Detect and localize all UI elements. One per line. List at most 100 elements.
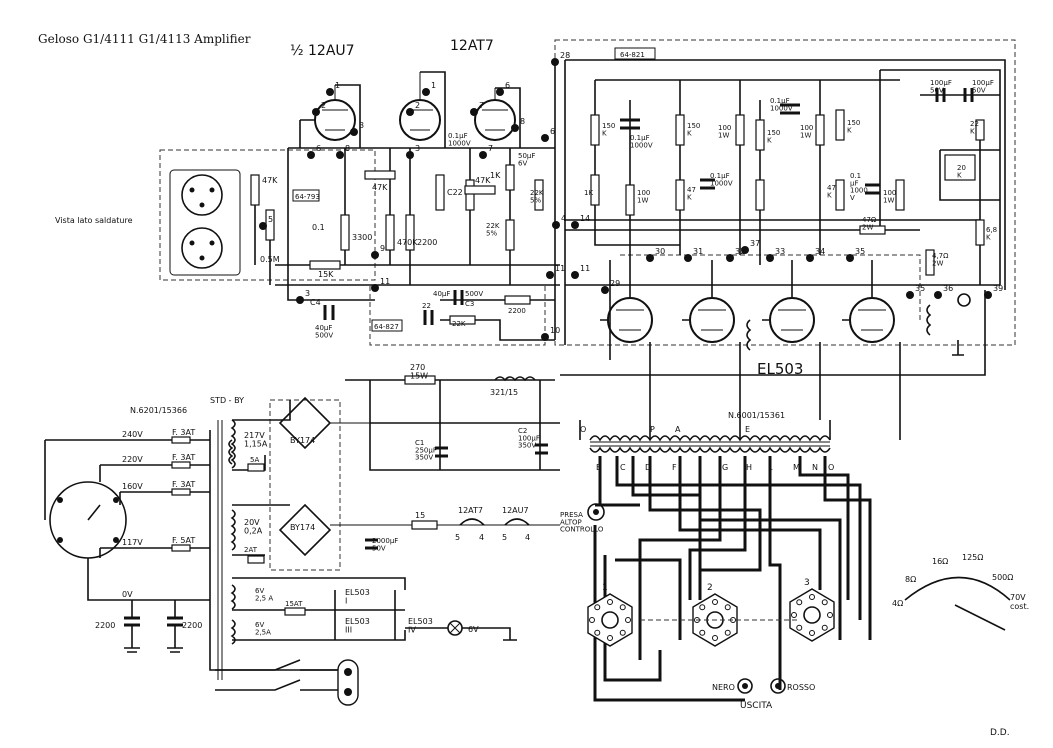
fuse xyxy=(171,436,191,444)
selector-contact xyxy=(796,599,803,606)
label-12at7: 12AT7 xyxy=(450,38,494,54)
node-dot xyxy=(646,254,654,262)
r-3300: 3300 xyxy=(352,233,372,242)
node-number: 8 xyxy=(520,117,525,126)
tap-letter: P xyxy=(650,425,655,434)
mains-selector xyxy=(49,481,127,559)
node-number: 1 xyxy=(335,81,340,90)
tap-letter: O xyxy=(828,463,834,472)
mains-wiring xyxy=(44,430,345,671)
box-64-821: 64-821 xyxy=(614,47,656,60)
node-number: 6 xyxy=(550,127,555,136)
node-dot xyxy=(422,88,430,96)
selector-contact xyxy=(625,617,631,623)
node-dot xyxy=(470,108,478,116)
node-dot xyxy=(371,284,379,292)
node-number: 6 xyxy=(505,81,510,90)
monitor-jack[interactable] xyxy=(587,503,605,521)
pot-0-5m: 0.5M xyxy=(260,255,280,264)
label-half-12au7: ½ 12AU7 xyxy=(290,43,355,59)
mains-tap-label: 220V xyxy=(122,455,143,464)
node-dot xyxy=(371,251,379,259)
power-switches xyxy=(215,659,359,706)
node-number: 6 xyxy=(316,144,321,153)
selector-contact xyxy=(712,599,718,605)
output-primary xyxy=(589,435,831,442)
tap-letter: G xyxy=(722,463,728,472)
board-64-827-outline xyxy=(369,284,546,346)
c-500v: 500V xyxy=(465,290,483,298)
tap-letter: O xyxy=(580,425,586,434)
output-terminal-black[interactable] xyxy=(737,678,753,694)
bias-chokes xyxy=(746,293,971,356)
output-transformer-core xyxy=(590,441,830,447)
input-board-outline xyxy=(159,149,376,281)
node-dot xyxy=(350,128,358,136)
c-40uf: 40µF xyxy=(433,290,450,298)
node-number: 32 xyxy=(735,247,745,256)
label-uscita: USCITA xyxy=(740,701,773,711)
secondary-windings xyxy=(228,419,236,645)
node-dot xyxy=(406,108,414,116)
output-tubes xyxy=(607,297,895,343)
node-dot xyxy=(551,58,559,66)
heater-12au7: 12AU7 xyxy=(502,506,529,515)
selector-number: 1 xyxy=(602,583,608,593)
label-power-transformer: N.6201/15366 xyxy=(130,406,187,415)
node-number: 1 xyxy=(431,81,436,90)
selector-contact xyxy=(594,604,601,611)
node-number: 8 xyxy=(345,144,350,153)
node-number: 36 xyxy=(943,284,953,293)
selector-contact xyxy=(712,635,718,641)
selector-contact xyxy=(724,604,731,611)
tap-letter: N xyxy=(812,463,818,472)
node-dot xyxy=(571,271,579,279)
c-2200-b: 2200 xyxy=(182,621,202,630)
selector-contact xyxy=(791,612,797,618)
preamp-tube-12au7 xyxy=(314,85,356,141)
schematic-title: Geloso G1/4111 G1/4113 Amplifier xyxy=(38,32,251,46)
selector-contact xyxy=(589,617,595,623)
r-15k: 15K xyxy=(318,270,334,279)
node-dot xyxy=(259,222,267,230)
hv-rail-top xyxy=(565,59,1006,290)
fuse-label: F. 3AT xyxy=(172,480,195,489)
node-dot xyxy=(684,254,692,262)
fuse-label: F. 5AT xyxy=(172,536,195,545)
output-terminal-red[interactable] xyxy=(770,678,786,694)
node-dot xyxy=(312,108,320,116)
label-by174-a: BY174 xyxy=(290,436,315,445)
tap-letter: D xyxy=(645,463,651,472)
selector-contact xyxy=(607,635,613,641)
driver-board-outline xyxy=(554,39,1016,346)
impedance-label: 8Ω xyxy=(905,575,916,584)
fuse-label: F. 3AT xyxy=(172,453,195,462)
fuse xyxy=(171,544,191,552)
node-number: 39 xyxy=(993,284,1003,293)
node-dot xyxy=(326,88,334,96)
hv-smoothing-wiring xyxy=(345,379,560,471)
node-number: 3 xyxy=(359,121,364,130)
box-64-827: 64-827 xyxy=(371,319,403,332)
fuse xyxy=(171,461,191,469)
label-fuse-5a: 5A xyxy=(250,456,259,464)
node-dot xyxy=(336,151,344,159)
node-dot xyxy=(496,88,504,96)
r-1k-driver: 1K xyxy=(584,189,593,197)
selector-contact xyxy=(796,624,803,631)
